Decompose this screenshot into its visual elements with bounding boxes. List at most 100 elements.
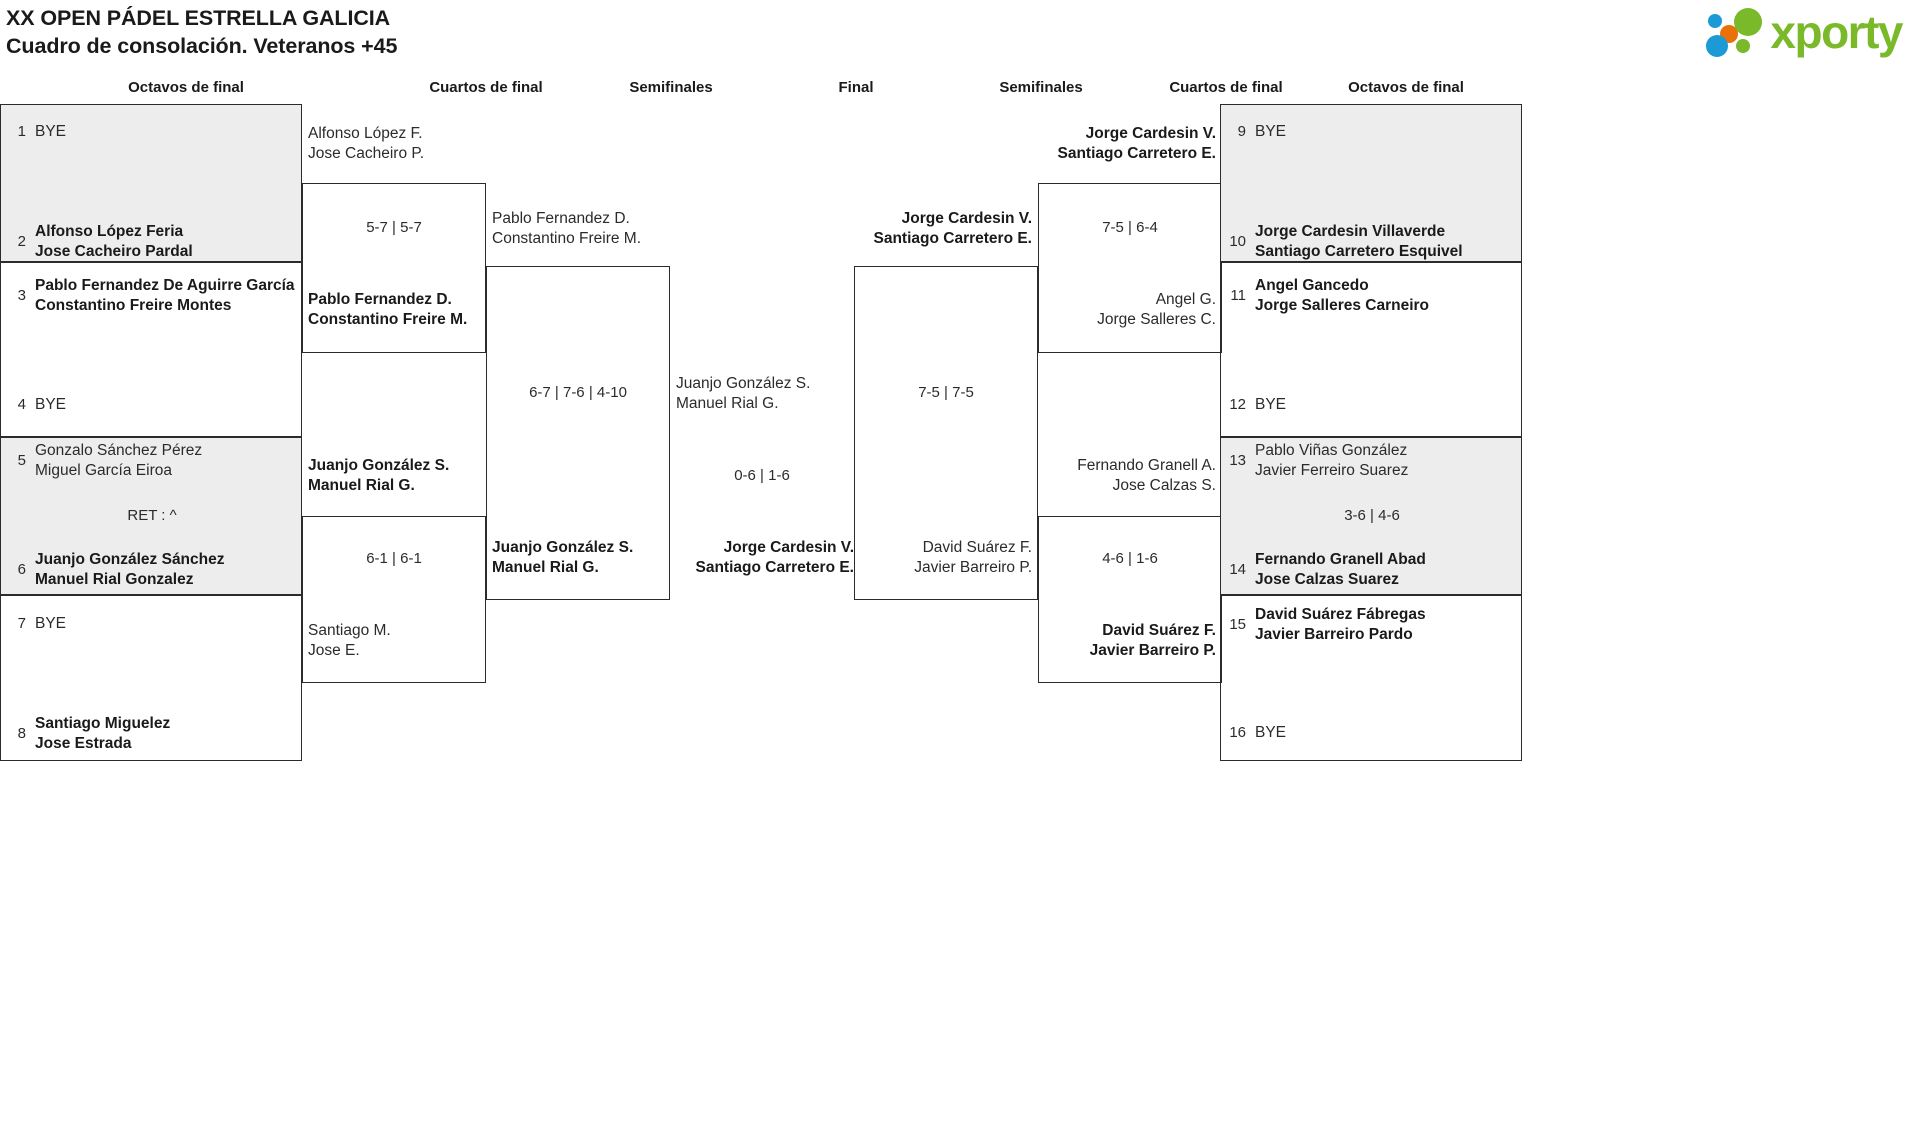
- left-r16-entry-4[interactable]: 4 BYE: [6, 395, 298, 415]
- right-r16-entry-13[interactable]: 13 Pablo Viñas González Javier Ferreiro …: [1226, 441, 1518, 480]
- slot-name-line2: Manuel Rial G.: [492, 558, 599, 576]
- round-label-left-qf: Cuartos de final: [429, 79, 543, 96]
- right-qf-match-2-box: [1038, 516, 1222, 683]
- page-header: XX OPEN PÁDEL ESTRELLA GALICIA Cuadro de…: [0, 0, 1920, 92]
- right-r16-entry-15[interactable]: 15 David Suárez Fábregas Javier Barreiro…: [1226, 605, 1518, 644]
- seed-number: 4: [17, 396, 26, 413]
- slot-name-line1: David Suárez F.: [922, 539, 1032, 556]
- entry-names: BYE: [35, 395, 66, 415]
- logo-dot-green-large: [1734, 8, 1763, 36]
- right-r16-match-7-score: 3-6 | 4-6: [1344, 507, 1400, 524]
- left-r16-entry-5[interactable]: 5 Gonzalo Sánchez Pérez Miguel García Ei…: [6, 441, 298, 480]
- final-match-score: 0-6 | 1-6: [734, 467, 790, 484]
- entry-name-line2: Miguel García Eiroa: [35, 461, 172, 479]
- entry-name-line1: Gonzalo Sánchez Pérez: [35, 442, 203, 459]
- right-qf-slot-1[interactable]: Jorge Cardesin V. Santiago Carretero E.: [1038, 124, 1217, 163]
- left-qf-slot-1[interactable]: Alfonso López F. Jose Cacheiro P.: [308, 124, 486, 163]
- slot-name-line2: Jose E.: [308, 641, 360, 659]
- right-sf-match-score: 7-5 | 7-5: [918, 384, 974, 401]
- logo-dot-blue-large: [1706, 35, 1729, 57]
- entry-names: Pablo Fernandez De Aguirre García Consta…: [35, 276, 295, 315]
- left-sf-match-box: [486, 266, 670, 600]
- right-r16-entry-9[interactable]: 9 BYE: [1226, 122, 1518, 142]
- round-label-final: Final: [838, 79, 874, 96]
- right-r16-entry-16[interactable]: 16 BYE: [1226, 723, 1518, 743]
- entry-names: Gonzalo Sánchez Pérez Miguel García Eiro…: [35, 441, 202, 480]
- left-qf-match-2-score: 6-1 | 6-1: [366, 550, 422, 567]
- left-qf-slot-3[interactable]: Juanjo González S. Manuel Rial G.: [308, 456, 486, 495]
- left-r16-entry-2[interactable]: 2 Alfonso López Feria Jose Cacheiro Pard…: [6, 222, 298, 261]
- entry-names: Pablo Viñas González Javier Ferreiro Sua…: [1255, 441, 1408, 480]
- entry-name-line1: BYE: [35, 615, 67, 632]
- right-qf-match-1-score: 7-5 | 6-4: [1102, 219, 1158, 236]
- right-sf-slot-1[interactable]: Jorge Cardesin V. Santiago Carretero E.: [854, 209, 1033, 248]
- right-r16-match-8-box: [1220, 595, 1522, 761]
- right-r16-entry-14[interactable]: 14 Fernando Granell Abad Jose Calzas Sua…: [1226, 550, 1518, 589]
- entry-names: BYE: [1255, 395, 1286, 415]
- slot-name-line1: Juanjo González S.: [676, 375, 811, 392]
- entry-name-line2: Constantino Freire Montes: [35, 296, 232, 314]
- entry-name-line1: BYE: [1255, 724, 1287, 741]
- slot-name-line1: Santiago M.: [308, 622, 391, 639]
- logo-dot-green-small: [1736, 39, 1751, 53]
- right-sf-slot-2[interactable]: David Suárez F. Javier Barreiro P.: [854, 538, 1032, 577]
- right-qf-slot-2[interactable]: Angel G. Jorge Salleres C.: [1038, 290, 1216, 329]
- final-slot-top[interactable]: Juanjo González S. Manuel Rial G.: [676, 374, 854, 413]
- seed-number: 10: [1229, 233, 1246, 250]
- entry-name-line1: BYE: [35, 396, 67, 413]
- right-r16-entry-11[interactable]: 11 Angel Gancedo Jorge Salleres Carneiro: [1226, 276, 1518, 315]
- entry-name-line2: Javier Barreiro Pardo: [1255, 625, 1413, 643]
- left-qf-match-1-box: [302, 183, 486, 353]
- entry-name-line1: Jorge Cardesin Villaverde: [1255, 223, 1446, 240]
- entry-names: David Suárez Fábregas Javier Barreiro Pa…: [1255, 605, 1426, 644]
- left-sf-slot-2[interactable]: Juanjo González S. Manuel Rial G.: [492, 538, 670, 577]
- slot-name-line1: Pablo Fernandez D.: [308, 291, 452, 308]
- entry-names: BYE: [1255, 723, 1286, 743]
- entry-name-line1: Pablo Fernandez De Aguirre García: [35, 277, 295, 294]
- right-qf-match-1-box: [1038, 183, 1222, 353]
- entry-name-line1: Angel Gancedo: [1255, 277, 1369, 294]
- slot-name-line1: Angel G.: [1155, 291, 1216, 308]
- seed-number: 9: [1237, 123, 1246, 140]
- slot-name-line1: Juanjo González S.: [492, 539, 634, 556]
- entry-name-line1: BYE: [1255, 123, 1287, 140]
- seed-number: 3: [17, 287, 26, 304]
- left-qf-slot-4[interactable]: Santiago M. Jose E.: [308, 621, 486, 660]
- entry-name-line1: BYE: [1255, 396, 1287, 413]
- slot-name-line2: Constantino Freire M.: [492, 229, 642, 247]
- entry-name-line2: Santiago Carretero Esquivel: [1255, 242, 1463, 260]
- slot-name-line2: Santiago Carretero E.: [695, 558, 855, 576]
- xporty-logo[interactable]: xporty: [1706, 6, 1903, 58]
- entry-names: Angel Gancedo Jorge Salleres Carneiro: [1255, 276, 1429, 315]
- left-r16-match-2-box: [0, 262, 302, 437]
- entry-name-line2: Jose Calzas Suarez: [1255, 570, 1399, 588]
- entry-name-line1: Pablo Viñas González: [1255, 442, 1408, 459]
- left-qf-match-2-box: [302, 516, 486, 683]
- final-slot-bottom[interactable]: Jorge Cardesin V. Santiago Carretero E.: [676, 538, 855, 577]
- right-r16-entry-10[interactable]: 10 Jorge Cardesin Villaverde Santiago Ca…: [1226, 222, 1518, 261]
- left-qf-slot-2[interactable]: Pablo Fernandez D. Constantino Freire M.: [308, 290, 486, 329]
- entry-name-line2: Jorge Salleres Carneiro: [1255, 296, 1430, 314]
- slot-name-line1: David Suárez F.: [1102, 622, 1216, 639]
- right-qf-slot-3[interactable]: Fernando Granell A. Jose Calzas S.: [1038, 456, 1216, 495]
- right-r16-entry-12[interactable]: 12 BYE: [1226, 395, 1518, 415]
- left-r16-entry-7[interactable]: 7 BYE: [6, 614, 298, 634]
- left-r16-match-4-box: [0, 595, 302, 761]
- entry-names: Fernando Granell Abad Jose Calzas Suarez: [1255, 550, 1426, 589]
- left-r16-entry-6[interactable]: 6 Juanjo González Sánchez Manuel Rial Go…: [6, 550, 298, 589]
- right-qf-match-2-score: 4-6 | 1-6: [1102, 550, 1158, 567]
- entry-names: BYE: [35, 122, 66, 142]
- right-qf-slot-4[interactable]: David Suárez F. Javier Barreiro P.: [1038, 621, 1216, 660]
- left-r16-entry-1[interactable]: 1 BYE: [6, 122, 298, 142]
- seed-number: 16: [1229, 724, 1246, 741]
- left-r16-entry-3[interactable]: 3 Pablo Fernandez De Aguirre García Cons…: [6, 276, 298, 315]
- entry-name-line1: Fernando Granell Abad: [1255, 551, 1426, 568]
- seed-number: 8: [17, 725, 26, 742]
- slot-name-line1: Alfonso López F.: [308, 125, 423, 142]
- round-label-right-qf: Cuartos de final: [1169, 79, 1283, 96]
- slot-name-line1: Jorge Cardesin V.: [901, 210, 1032, 227]
- slot-name-line1: Jorge Cardesin V.: [723, 539, 854, 556]
- left-r16-entry-8[interactable]: 8 Santiago Miguelez Jose Estrada: [6, 714, 298, 753]
- left-sf-slot-1[interactable]: Pablo Fernandez D. Constantino Freire M.: [492, 209, 670, 248]
